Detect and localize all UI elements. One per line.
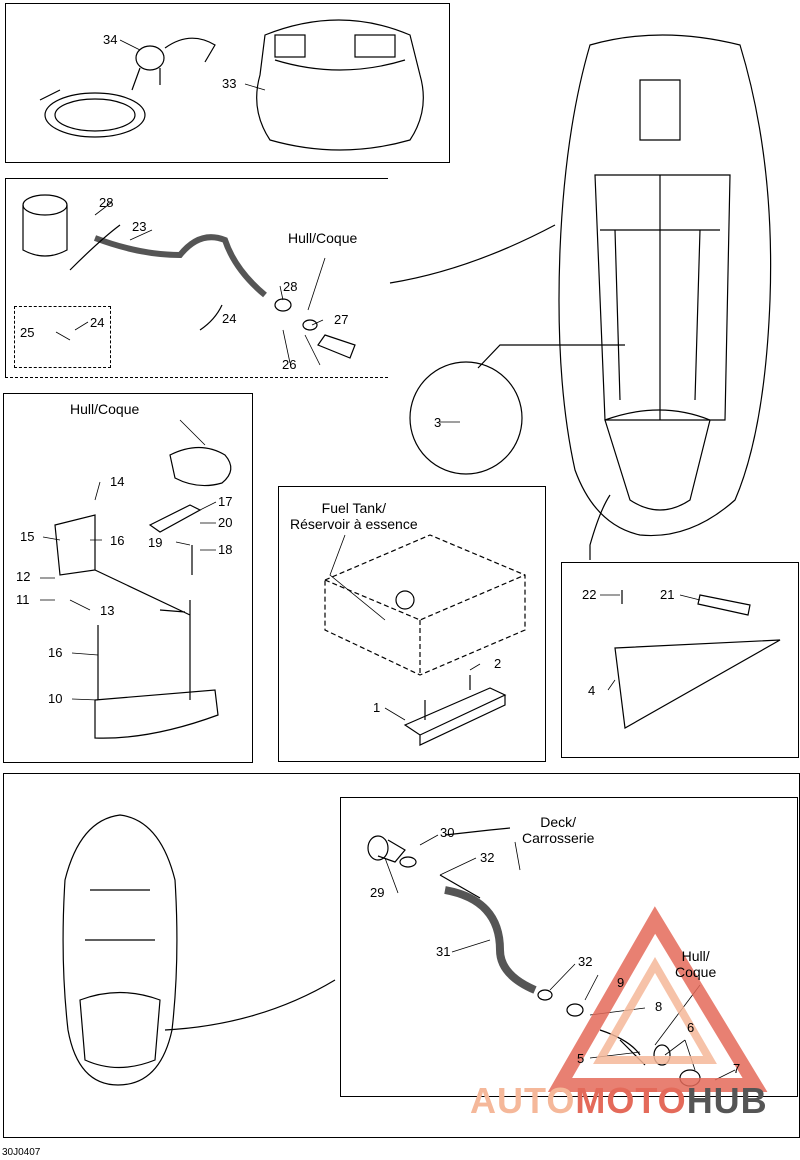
deck-title: Deck/ Carrosserie [522, 814, 595, 846]
part-label-28: 28 [99, 195, 114, 210]
part-label-11: 11 [16, 592, 30, 607]
hull-top-view [558, 34, 772, 537]
part-label-17: 17 [218, 494, 233, 509]
part-label-9: 9 [617, 975, 625, 990]
decal-icon [614, 590, 781, 729]
part-label-16: 16 [48, 645, 63, 660]
part-label-24: 24 [222, 311, 237, 326]
fuel-tank-title: Fuel Tank/ Réservoir à essence [290, 500, 418, 532]
drawing-code: 30J0407 [2, 1147, 41, 1158]
hull-title: Hull/ Coque [675, 948, 717, 980]
foam-block-icon [403, 675, 507, 746]
support-bracket-icon [54, 446, 232, 739]
part-label-12: 12 [16, 569, 31, 584]
panel-bilge-pump [5, 3, 450, 163]
hull-title: Hull/Coque [288, 230, 358, 246]
bilge-pump-icon [39, 37, 216, 138]
part-label-32: 32 [578, 954, 593, 969]
panel-fuel-tank [278, 486, 546, 762]
part-label-7: 7 [733, 1061, 741, 1076]
part-label-33: 33 [222, 76, 237, 91]
watermark-logo [547, 906, 768, 1092]
part-label-3: 3 [434, 415, 442, 430]
part-label-27: 27 [334, 312, 349, 327]
part-label-32: 32 [480, 850, 495, 865]
part-label-29: 29 [370, 885, 385, 900]
part-label-10: 10 [48, 691, 63, 706]
panel-clamp-detail [14, 306, 111, 368]
part-label-28: 28 [283, 279, 298, 294]
panel-drain-hose [5, 178, 388, 378]
vent-hose-icon [367, 827, 701, 1087]
part-label-25: 25 [20, 325, 35, 340]
watermark-hub: HUB [686, 1080, 768, 1121]
watermark-text: AUTOMOTOHUB [470, 1080, 768, 1122]
part-label-5: 5 [577, 1051, 585, 1066]
part-label-26: 26 [282, 357, 297, 372]
part-label-23: 23 [132, 219, 147, 234]
part-label-24: 24 [90, 315, 105, 330]
part-label-31: 31 [436, 944, 451, 959]
watermark-auto: AUTO [470, 1080, 576, 1121]
watermark-moto: MOTO [575, 1080, 687, 1121]
part-label-6: 6 [687, 1020, 695, 1035]
part-label-8: 8 [655, 999, 663, 1014]
part-label-34: 34 [103, 32, 118, 47]
panel-support-bracket [3, 393, 253, 763]
part-label-14: 14 [110, 474, 125, 489]
detail-circle [409, 361, 523, 475]
part-label-15: 15 [20, 529, 35, 544]
drain-hose-icon [22, 194, 356, 359]
part-label-4: 4 [588, 683, 596, 698]
part-label-16: 16 [110, 533, 125, 548]
panel-decal [561, 562, 799, 758]
storage-bag-icon [256, 19, 424, 151]
part-label-13: 13 [100, 603, 115, 618]
part-label-2: 2 [494, 656, 502, 671]
hull-bottom-view [62, 814, 336, 1086]
part-label-30: 30 [440, 825, 455, 840]
part-label-1: 1 [373, 700, 381, 715]
fuel-tank-icon [324, 534, 526, 676]
panel-vent-detail [340, 797, 798, 1097]
part-label-20: 20 [218, 515, 233, 530]
hull-title: Hull/Coque [70, 401, 140, 417]
part-label-22: 22 [582, 587, 597, 602]
part-label-18: 18 [218, 542, 233, 557]
part-label-21: 21 [660, 587, 675, 602]
part-label-19: 19 [148, 535, 163, 550]
